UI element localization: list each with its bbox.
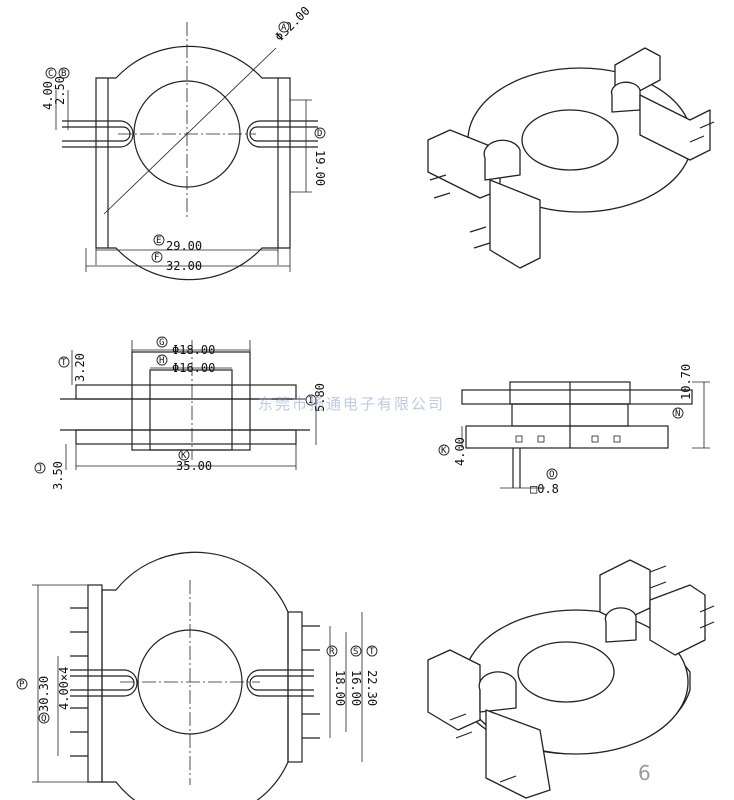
marker-f: F	[154, 253, 159, 263]
front-dim-bore-inner: Φ16.00	[172, 361, 215, 375]
top-dim-a: 4.00	[41, 81, 55, 110]
watermark: 东莞市扬通电子有限公司	[258, 395, 445, 413]
isometric-view-bottom	[427, 559, 715, 799]
marker-k2: K	[441, 446, 447, 456]
marker-a: A	[281, 23, 287, 33]
top-dim-inner-width: 29.00	[166, 239, 202, 253]
front-dim-bore-outer: Φ18.00	[172, 343, 215, 357]
top-dim-b: 2.50	[53, 76, 67, 105]
page-number: 6	[638, 761, 651, 785]
top-dim-outer-width: 32.00	[166, 259, 202, 273]
front-dim-top: 3.20	[73, 353, 87, 382]
marker-r: R	[329, 647, 335, 657]
marker-n: N	[675, 409, 680, 419]
marker-t1: T	[61, 358, 67, 368]
marker-b: B	[61, 69, 66, 79]
side-dim-pin-section: □0.8	[530, 482, 559, 496]
marker-i: I	[308, 396, 313, 406]
bottom-dim-pin-span: 18.00	[333, 670, 347, 706]
marker-j: J	[37, 464, 42, 474]
marker-t2: T	[369, 647, 375, 657]
front-view: G Φ18.00 H Φ16.00 3.20 T 5.80 I K 35.00 …	[34, 336, 327, 490]
top-view: Φ32.00 A 4.00 2.50 C B 19.00 D E 29.00 F…	[41, 4, 327, 281]
bottom-dim-mid: 16.00	[349, 670, 363, 706]
front-dim-pin: 5.80	[313, 383, 327, 412]
bottom-dim-outer: 22.30	[365, 670, 379, 706]
bottom-dim-pitch: 4.00×4	[57, 667, 71, 710]
marker-k: K	[181, 451, 187, 461]
marker-e: E	[156, 236, 161, 246]
side-dim-height: 10.70	[679, 364, 693, 400]
bottom-dim-total: 30.30	[37, 676, 51, 712]
top-diameter-label: Φ32.00	[272, 4, 313, 45]
marker-h: H	[159, 356, 164, 366]
marker-d: D	[317, 129, 322, 139]
marker-q: Q	[41, 714, 46, 724]
marker-g: G	[159, 338, 164, 348]
marker-c: C	[48, 69, 53, 79]
front-dim-length: 35.00	[176, 459, 212, 473]
isometric-view-top	[427, 47, 715, 269]
marker-s: S	[353, 647, 358, 657]
side-view: □0.8 O 4.00 K 10.70 N	[438, 364, 710, 496]
marker-p: P	[19, 680, 25, 690]
front-dim-bottom: 3.50	[51, 461, 65, 490]
side-dim-base: 4.00	[453, 437, 467, 466]
bottom-view: 30.30 P 4.00×4 Q 18.00 16.00 22.30 R S T	[16, 551, 379, 800]
top-dim-slot: 19.00	[313, 150, 327, 186]
marker-o: O	[549, 470, 554, 480]
